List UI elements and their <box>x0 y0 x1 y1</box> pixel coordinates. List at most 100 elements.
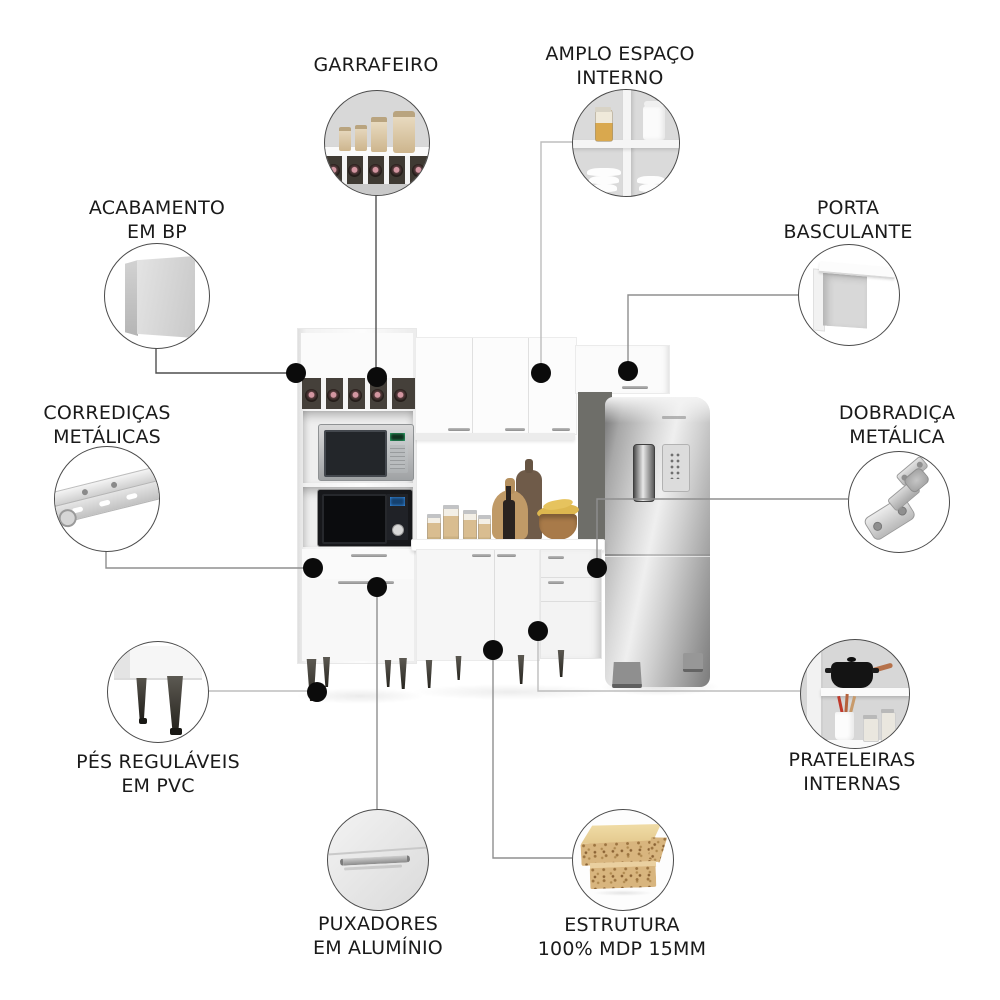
honey-jar <box>595 107 613 142</box>
upper-cabinet-bottom-edge <box>415 433 575 440</box>
photo-dobradica <box>848 451 950 553</box>
pvc-foot-cap <box>170 728 182 735</box>
glass-canister <box>443 505 459 540</box>
connector-amplo-espaco <box>540 141 572 373</box>
wine-bottle <box>369 164 382 177</box>
photo-acabamento <box>104 243 210 349</box>
wine-rack-divider <box>365 378 370 409</box>
shelf <box>821 740 909 748</box>
jar-lid <box>863 715 877 719</box>
microwave-control-panel <box>387 430 408 473</box>
wine-bottle <box>412 164 425 177</box>
microwave-black <box>317 489 413 547</box>
cabinet-interior <box>823 271 867 329</box>
wine-rack-divider <box>387 378 392 409</box>
wine-rack <box>302 378 415 409</box>
feature-dot-porta-basculante <box>618 361 638 381</box>
bowl-stack <box>639 184 663 194</box>
canister-lid <box>443 505 459 509</box>
fridge-brand-mark <box>662 416 686 419</box>
freezer-seam-highlight <box>605 556 710 557</box>
label-acabamento: ACABAMENTO EM BP <box>88 197 226 243</box>
feature-dot-dobradica <box>587 558 607 578</box>
wine-rack-divider <box>321 378 326 409</box>
fridge-control-panel <box>662 444 690 492</box>
drawer-seam <box>541 601 601 602</box>
glass-jar <box>881 709 896 742</box>
decor-wine-bottle-neck <box>506 486 511 504</box>
canister-lid <box>644 101 664 107</box>
black-pot <box>825 657 879 688</box>
upper-door-seam <box>528 338 529 434</box>
shelf <box>821 688 909 696</box>
wine-bottle <box>371 389 384 402</box>
screw-hole <box>81 488 89 496</box>
canister <box>393 111 415 153</box>
wine-bottle <box>349 389 362 402</box>
tall-cabinet <box>297 328 417 664</box>
pot-handle <box>825 668 832 673</box>
hinge <box>853 455 945 543</box>
wine-rack-divider <box>363 156 368 184</box>
door-handle <box>338 581 394 584</box>
shelf-divider-horizontal <box>573 140 679 148</box>
wine-bottle <box>390 164 403 177</box>
label-porta-basculante: PORTA BASCULANTE <box>783 197 913 243</box>
counter-door-handle <box>472 554 491 557</box>
photo-estrutura <box>572 809 674 911</box>
refrigerator <box>605 397 710 687</box>
feature-dot-garrafeiro <box>367 367 387 387</box>
canister-lid <box>427 514 441 518</box>
label-corredicas: CORREDIÇAS METÁLICAS <box>43 402 171 448</box>
photo-prateleiras <box>800 639 910 749</box>
feature-dot-acabamento <box>286 363 306 383</box>
mdp-board-core <box>589 865 657 890</box>
label-garrafeiro: GARRAFEIRO <box>313 54 439 76</box>
upper-door-handle <box>552 428 570 431</box>
connector-acabamento <box>155 348 296 374</box>
pvc-foot-cap <box>139 718 147 724</box>
tower-door <box>302 579 414 661</box>
connector-porta-basculante <box>627 294 798 371</box>
cabinet-foot <box>517 655 525 684</box>
board-shadow <box>593 890 653 896</box>
bowl-stack <box>591 184 617 194</box>
photo-amplo-espaco <box>572 89 680 197</box>
door-seam <box>328 846 428 856</box>
utensil-holder <box>835 712 854 740</box>
drawer-slide <box>55 461 159 535</box>
fridge-top-sheen <box>605 397 710 423</box>
label-pes: PÉS REGULÁVEIS EM PVC <box>76 751 240 797</box>
glass-jar <box>863 715 879 742</box>
slot-hole <box>98 499 111 507</box>
handle-shadow <box>343 864 403 871</box>
photo-garrafeiro <box>324 90 430 196</box>
white-canister <box>643 101 665 140</box>
wine-rack-divider <box>405 156 410 184</box>
microwave-window <box>322 494 387 544</box>
floor-shadow <box>410 684 610 700</box>
canister <box>371 117 387 152</box>
wine-rack-slots <box>325 156 429 184</box>
board-handle <box>525 459 533 473</box>
wine-rack-divider <box>343 378 348 409</box>
drawer-seam <box>541 577 601 578</box>
fruit-bowl <box>539 514 577 540</box>
slot-hole <box>125 492 138 501</box>
connector-dobradica <box>596 498 848 568</box>
drawer-handle <box>351 554 387 557</box>
drawer-handle <box>548 581 564 584</box>
cabinet-foot <box>557 650 565 677</box>
connector-prateleiras <box>537 631 800 692</box>
cabinet-foot <box>399 658 407 689</box>
freezer-seam <box>605 554 710 556</box>
jar-lid <box>881 709 894 713</box>
microwave-stainless <box>318 424 414 481</box>
canister-lid <box>478 515 491 519</box>
photo-pes <box>107 641 209 743</box>
cabinet-foot <box>425 660 433 688</box>
panel-edge <box>125 260 138 336</box>
wine-bottle <box>327 164 340 177</box>
